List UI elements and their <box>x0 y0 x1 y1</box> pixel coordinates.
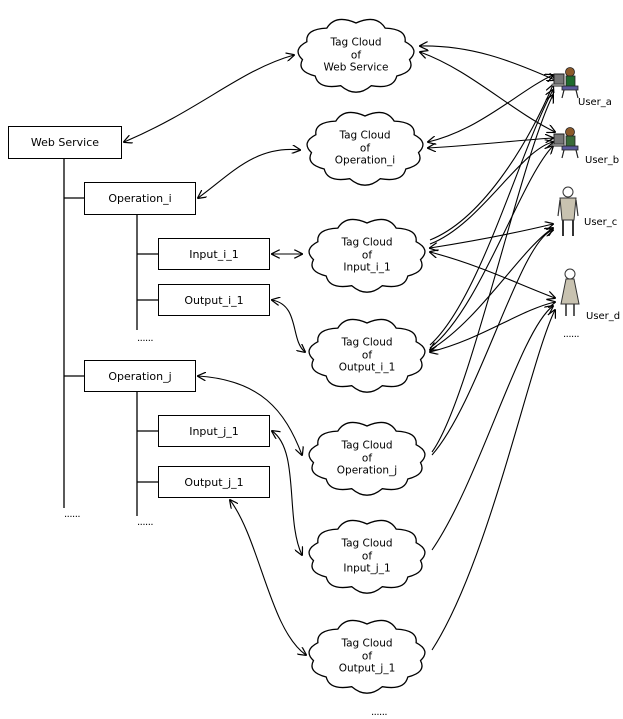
output-i-1-label: Output_i_1 <box>184 293 244 307</box>
output-j-1-label: Output_j_1 <box>184 475 244 489</box>
link-opj-user-c <box>431 230 553 456</box>
cloud-web-service <box>297 18 415 93</box>
operation-i-box: Operation_i <box>84 182 196 215</box>
input-i-1-label: Input_i_1 <box>189 247 239 261</box>
user-d-label: User_d <box>586 311 621 322</box>
operation-j-label: Operation_j <box>108 369 172 383</box>
ellipsis-users: ...... <box>563 329 580 340</box>
link-output-i-1-cloud <box>272 300 305 352</box>
operation-i-label: Operation_i <box>108 192 172 205</box>
link-opj-user-a <box>431 95 553 453</box>
user-c-icon <box>557 186 579 236</box>
link-input-j-1-cloud <box>272 431 302 555</box>
input-j-1-box: Input_j_1 <box>158 415 270 447</box>
users <box>551 67 580 316</box>
user-a-icon <box>551 67 579 99</box>
cloud-output-j-1 <box>308 619 426 694</box>
ellipsis-clouds: ...... <box>371 707 388 718</box>
cloud-input-j-1 <box>308 519 426 594</box>
link-outi-user-a <box>429 90 553 346</box>
operation-j-box: Operation_j <box>84 360 196 392</box>
user-d-icon <box>560 268 580 316</box>
user-b-label: User_b <box>585 155 620 166</box>
link-output-j-1-cloud <box>230 500 306 655</box>
output-i-1-box: Output_i_1 <box>158 284 270 316</box>
clouds <box>297 18 426 694</box>
link-opi-user-b <box>428 138 553 148</box>
ellipsis-operation-i-children: ...... <box>137 333 154 344</box>
link-inj-user-d <box>431 306 553 551</box>
link-outi-user-b <box>429 146 553 349</box>
cloud-output-i-1 <box>308 318 426 393</box>
web-service-label: Web Service <box>30 136 100 149</box>
cloud-input-i-1 <box>308 218 426 293</box>
link-outj-user-d <box>431 310 555 651</box>
user-a-label: User_a <box>578 97 612 108</box>
user-b-icon <box>551 127 579 159</box>
link-ws-user-a <box>420 46 555 80</box>
ellipsis-operations: ...... <box>64 509 81 520</box>
ellipsis-operation-j-children: ...... <box>137 517 154 528</box>
cloud-operation-i <box>306 111 424 186</box>
web-service-box: Web Service <box>8 126 122 159</box>
link-ws-user-b <box>420 52 555 132</box>
link-operation-i-cloud <box>198 149 300 198</box>
link-ini-user-a <box>429 85 553 241</box>
output-j-1-box: Output_j_1 <box>158 466 270 498</box>
hierarchy-tree-lines <box>63 159 158 516</box>
link-ini-user-d <box>430 252 555 298</box>
connectors <box>124 46 555 655</box>
input-j-1-label: Input_j_1 <box>189 424 239 438</box>
cloud-operation-j <box>308 421 426 496</box>
link-web-service-cloud <box>124 55 294 142</box>
input-i-1-box: Input_i_1 <box>158 238 270 270</box>
user-c-label: User_c <box>584 217 618 228</box>
